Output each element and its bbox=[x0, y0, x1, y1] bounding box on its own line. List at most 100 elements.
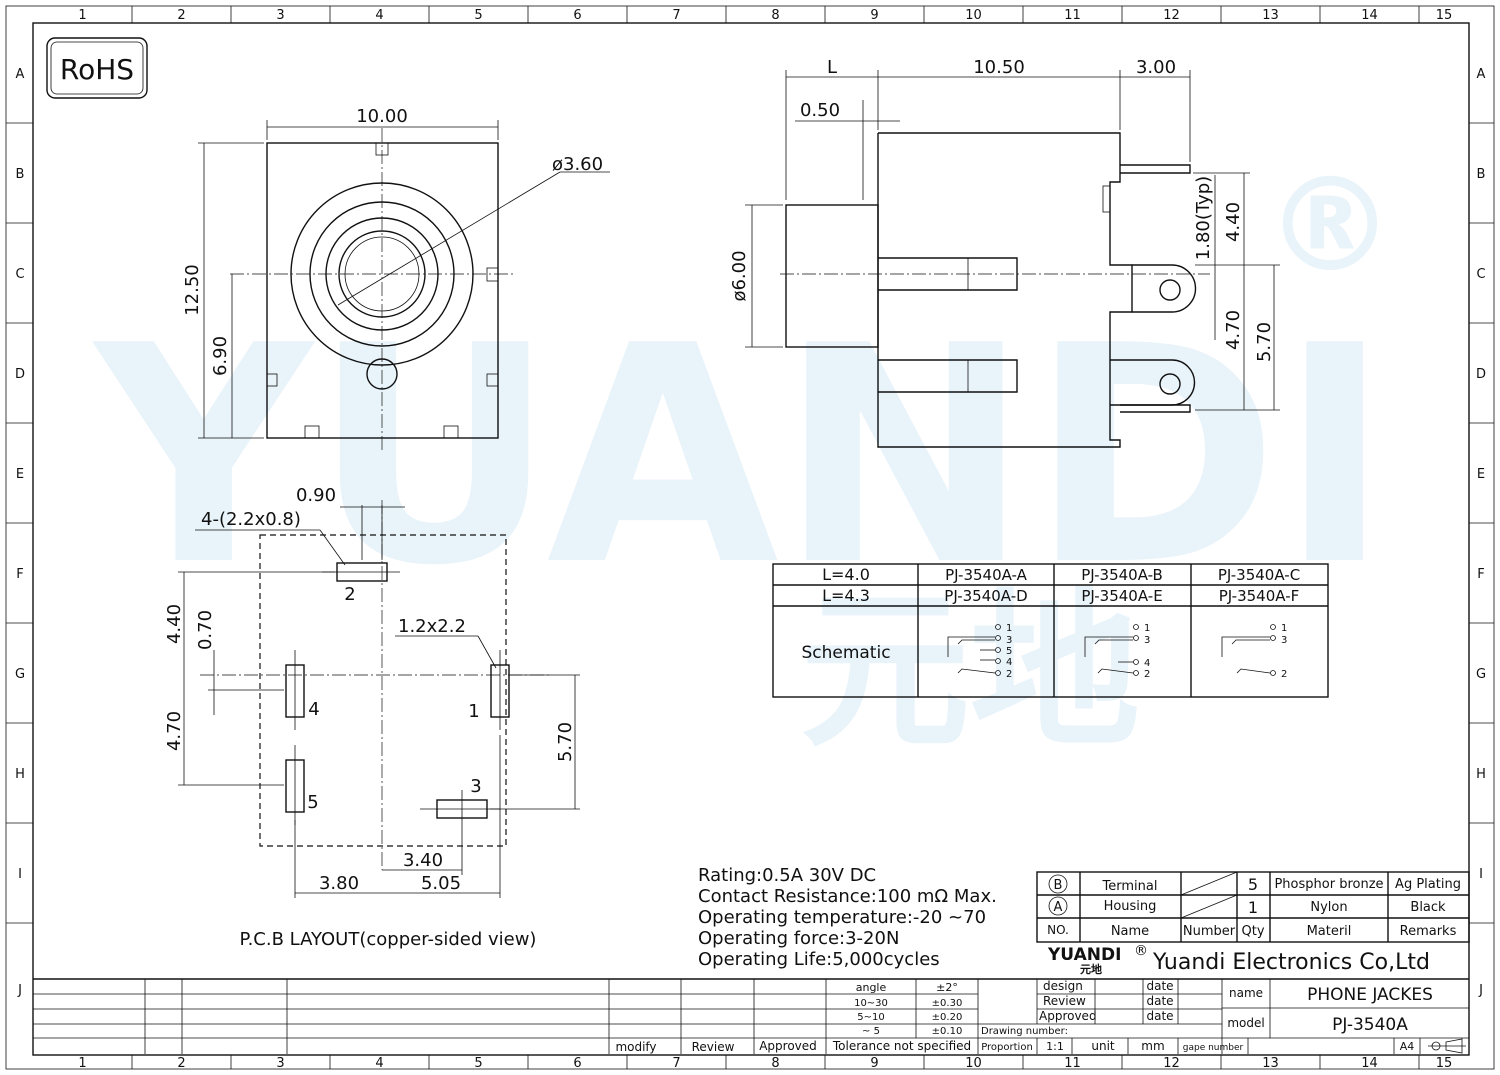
grid-column-label: 6 bbox=[573, 1056, 581, 1071]
pcb-pads-note: 4-(2.2x0.8) bbox=[201, 509, 301, 530]
grid-column-label: 14 bbox=[1361, 1056, 1378, 1071]
schematic-pin: 3 bbox=[1006, 635, 1012, 646]
bom-cell: Nylon bbox=[1310, 900, 1347, 915]
schematic-pin: 2 bbox=[1281, 669, 1287, 680]
pcb-pad-note: 1.2x2.2 bbox=[398, 616, 466, 637]
side-gap-dim: 0.50 bbox=[800, 100, 840, 121]
schematic-pin: 3 bbox=[1144, 635, 1150, 646]
model-cell: PJ-3540A-B bbox=[1081, 566, 1163, 584]
front-hole-dia: ø3.60 bbox=[552, 154, 603, 175]
tb-proportion: Proportion bbox=[981, 1042, 1033, 1053]
company-logo-cn: 元地 bbox=[1080, 962, 1102, 976]
tb-mm: mm bbox=[1141, 1039, 1164, 1053]
model-cell: PJ-3540A-A bbox=[945, 566, 1028, 584]
tb-name-value: PHONE JACKES bbox=[1307, 985, 1433, 1005]
tb-date: date bbox=[1146, 1009, 1173, 1023]
side-dia-dim: ø6.00 bbox=[729, 250, 750, 301]
schematic-pin: 1 bbox=[1281, 623, 1287, 634]
bom-header: Materil bbox=[1307, 924, 1352, 939]
grid-column-label: 15 bbox=[1436, 1056, 1453, 1071]
spec-line: Operating Life:5,000cycles bbox=[698, 949, 940, 970]
tb-angle: angle bbox=[856, 981, 887, 994]
watermark-registered: ® bbox=[1265, 149, 1395, 301]
bom-cell: Black bbox=[1410, 900, 1446, 915]
bom-cell: Ag Plating bbox=[1395, 877, 1461, 892]
model-cell: PJ-3540A-E bbox=[1081, 587, 1162, 605]
grid-column-label: 4 bbox=[375, 1056, 383, 1071]
grid-column-label: 1 bbox=[78, 1056, 86, 1071]
grid-row-label: H bbox=[15, 767, 25, 782]
grid-row-label: C bbox=[15, 267, 24, 282]
tb-drawing-number: Drawing number: bbox=[981, 1026, 1068, 1037]
grid-row-label: F bbox=[1477, 567, 1484, 582]
grid-row-label: D bbox=[15, 367, 25, 382]
front-height-dim: 12.50 bbox=[182, 264, 203, 316]
side-body-len-dim: 10.50 bbox=[973, 57, 1025, 78]
tb-angle-tol: ±2° bbox=[936, 981, 958, 994]
rohs-label: RoHS bbox=[60, 53, 134, 86]
tb-tolerance: Tolerance not specified bbox=[832, 1039, 971, 1053]
model-cell: L=4.3 bbox=[822, 586, 870, 605]
grid-row-label: B bbox=[1477, 167, 1486, 182]
pin-4-label: 4 bbox=[308, 699, 319, 720]
schematic-c bbox=[1221, 624, 1276, 676]
tb-tol: ±0.30 bbox=[932, 998, 963, 1009]
pcb-380-dim: 3.80 bbox=[319, 873, 359, 894]
pcb-440-dim: 4.40 bbox=[164, 604, 185, 644]
side-L-dim: L bbox=[827, 57, 837, 78]
pcb-caption: P.C.B LAYOUT(copper-sided view) bbox=[240, 929, 537, 950]
model-cell: PJ-3540A-C bbox=[1218, 566, 1300, 584]
schematic-label: Schematic bbox=[801, 643, 890, 663]
model-cell: PJ-3540A-F bbox=[1219, 587, 1300, 605]
pin-2-label: 2 bbox=[344, 584, 355, 605]
side-view: L 10.50 3.00 0.50 ø6.00 1.80(Typ) 4.40 4… bbox=[729, 57, 1280, 448]
bom-header: Remarks bbox=[1400, 924, 1457, 939]
grid-column-label: 9 bbox=[870, 1056, 878, 1071]
company-name: Yuandi Electronics Co,Ltd bbox=[1152, 950, 1430, 975]
tb-size: A4 bbox=[1400, 1040, 1415, 1053]
grid-row-label: J bbox=[17, 983, 22, 998]
grid-column-label: 14 bbox=[1361, 8, 1378, 23]
bom-header: NO. bbox=[1047, 923, 1069, 937]
tb-range: ~ 5 bbox=[862, 1026, 880, 1037]
schematic-pin: 4 bbox=[1006, 657, 1012, 668]
tb-name-label: name bbox=[1229, 986, 1263, 1000]
tb-tol: ±0.10 bbox=[932, 1026, 963, 1037]
spec-line: Operating temperature:-20 ~70 bbox=[698, 907, 986, 928]
tb-model-label: model bbox=[1227, 1016, 1264, 1030]
tb-design: design bbox=[1043, 979, 1083, 993]
company-logo: YUANDI bbox=[1047, 945, 1121, 965]
side-470-dim: 4.70 bbox=[1223, 310, 1244, 350]
schematic-a bbox=[947, 624, 1001, 676]
pcb-layout: 2 4 1 5 3 0.90 4-(2.2x0.8) 1.2x2.2 4.40 … bbox=[164, 485, 580, 950]
bom-header: Name bbox=[1111, 924, 1149, 939]
grid-column-label: 6 bbox=[573, 8, 581, 23]
schematic-pin: 2 bbox=[1006, 669, 1012, 680]
bom-table: B Terminal 5 Phosphor bronze Ag Plating … bbox=[1036, 871, 1470, 943]
grid-column-label: 13 bbox=[1262, 8, 1279, 23]
drawing-frame: 1122334455667788991010111112121313141415… bbox=[5, 5, 1495, 1071]
grid-column-label: 3 bbox=[276, 1056, 284, 1071]
spec-line: Contact Resistance:100 mΩ Max. bbox=[698, 886, 997, 907]
rohs-badge: RoHS bbox=[46, 37, 148, 99]
tb-approved: Approved bbox=[1039, 1009, 1097, 1023]
schematic-pin: 2 bbox=[1144, 669, 1150, 680]
pcb-570-dim: 5.70 bbox=[555, 722, 576, 762]
pcb-505-dim: 5.05 bbox=[421, 873, 461, 894]
tb-modify: modify bbox=[615, 1040, 656, 1054]
model-table: L=4.0 PJ-3540A-A PJ-3540A-B PJ-3540A-C L… bbox=[772, 563, 1329, 698]
pin-5-label: 5 bbox=[307, 792, 318, 813]
grid-row-label: E bbox=[1477, 467, 1485, 482]
grid-row-label: J bbox=[1478, 983, 1483, 998]
company-reg: ® bbox=[1134, 943, 1148, 959]
grid-column-label: 11 bbox=[1064, 1056, 1081, 1071]
bom-cell: B bbox=[1054, 878, 1063, 893]
company-block: YUANDI ® 元地 Yuandi Electronics Co,Ltd bbox=[1047, 943, 1430, 976]
grid-column-label: 11 bbox=[1064, 8, 1081, 23]
grid-column-label: 9 bbox=[870, 8, 878, 23]
bom-header: Qty bbox=[1241, 924, 1264, 939]
grid-column-label: 4 bbox=[375, 8, 383, 23]
grid-row-label: I bbox=[18, 867, 22, 882]
bom-cell: Phosphor bronze bbox=[1274, 877, 1383, 892]
grid-row-label: F bbox=[16, 567, 23, 582]
